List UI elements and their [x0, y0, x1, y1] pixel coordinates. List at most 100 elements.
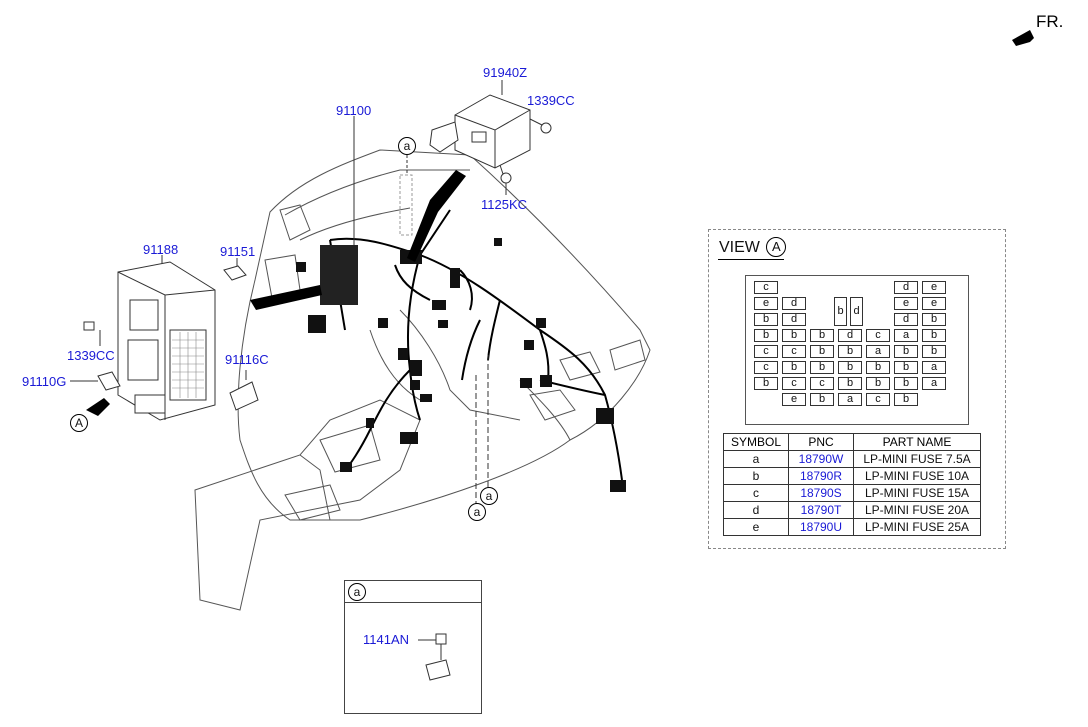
legend-row: e 18790U LP-MINI FUSE 25A: [723, 518, 981, 536]
legend-part-name: LP-MINI FUSE 7.5A: [853, 450, 981, 468]
harness-connectors: [296, 238, 626, 492]
fuse-slot: b: [782, 329, 806, 342]
part-label-1125kc[interactable]: 1125KC: [481, 197, 528, 212]
legend-row: b 18790R LP-MINI FUSE 10A: [723, 467, 981, 485]
legend-symbol: b: [723, 467, 789, 485]
module-91940z: [429, 94, 531, 169]
fuse-slot: b: [810, 345, 834, 358]
fuse-slot: b: [922, 329, 946, 342]
legend-row: c 18790S LP-MINI FUSE 15A: [723, 484, 981, 502]
fuse-slot: b: [810, 329, 834, 342]
part-label-91940z[interactable]: 91940Z: [483, 65, 528, 80]
fuse-slot: d: [838, 329, 862, 342]
fuse-slot: b: [838, 345, 862, 358]
view-title-text: VIEW: [719, 239, 760, 256]
callout-a-top: a: [398, 137, 416, 155]
part-label-91188[interactable]: 91188: [143, 242, 179, 257]
fuse-slot: c: [754, 281, 778, 294]
fuse-slot: b: [894, 393, 918, 406]
legend-symbol: c: [723, 484, 789, 502]
detail-a-header: a: [345, 581, 481, 603]
fuse-slot: a: [922, 361, 946, 374]
fuse-slot: b: [866, 377, 890, 390]
part-label-91110g[interactable]: 91110G: [22, 374, 67, 389]
legend-symbol: a: [723, 450, 789, 468]
fuse-slot: c: [754, 361, 778, 374]
callout-a-left: a: [468, 503, 486, 521]
fuse-slot: e: [782, 393, 806, 406]
bracket-91151: [223, 265, 247, 281]
dashboard-outline: [194, 149, 651, 611]
fuse-slot: a: [922, 377, 946, 390]
part-label-1141an[interactable]: 1141AN: [363, 632, 410, 647]
fuse-slot: c: [866, 393, 890, 406]
part-label-91116c[interactable]: 91116C: [225, 352, 269, 367]
fuse-slot: a: [838, 393, 862, 406]
clip-1339cc-left: [83, 321, 95, 331]
fuse-slot: d: [894, 313, 918, 326]
fuse-slot: b: [754, 313, 778, 326]
view-a-arrow-icon: [86, 398, 110, 416]
legend-part-name: LP-MINI FUSE 15A: [853, 484, 981, 502]
legend-pnc[interactable]: 18790W: [788, 450, 854, 468]
front-direction-arrow-icon: [1012, 30, 1034, 46]
fuse-slot: b: [838, 361, 862, 374]
fuse-slot: b: [754, 377, 778, 390]
legend-part-name: LP-MINI FUSE 10A: [853, 467, 981, 485]
fuse-slot: a: [894, 329, 918, 342]
fuse-slot: e: [894, 297, 918, 310]
legend-part-name: LP-MINI FUSE 20A: [853, 501, 981, 519]
view-a-title: VIEW A: [719, 237, 787, 257]
part-label-91100[interactable]: 91100: [336, 103, 372, 118]
part-label-91151[interactable]: 91151: [220, 244, 256, 259]
legend-symbol: d: [723, 501, 789, 519]
part-label-1339cc-left[interactable]: 1339CC: [67, 348, 115, 363]
fuse-slot: b: [834, 297, 847, 326]
legend-pnc[interactable]: 18790T: [788, 501, 854, 519]
part-label-1339cc-top[interactable]: 1339CC: [527, 93, 575, 108]
detail-a-box: a: [344, 580, 482, 714]
nut-1339cc-top: [540, 122, 552, 134]
bolt-1125kc: [500, 172, 512, 195]
fuse-slot: b: [894, 377, 918, 390]
detail-a-marker: a: [348, 583, 366, 601]
legend-pnc[interactable]: 18790U: [788, 518, 854, 536]
fuse-slot: e: [922, 297, 946, 310]
fuse-slot: c: [754, 345, 778, 358]
dashed-guide: [399, 174, 413, 236]
fuse-slot: b: [894, 361, 918, 374]
legend-row: d 18790T LP-MINI FUSE 20A: [723, 501, 981, 519]
fuse-slot: c: [782, 345, 806, 358]
fuse-slot: b: [754, 329, 778, 342]
fuse-slot: b: [866, 361, 890, 374]
fuse-slot: d: [782, 313, 806, 326]
fuse-slot: d: [782, 297, 806, 310]
legend-header-part-name: PART NAME: [853, 433, 981, 451]
view-title-marker: A: [766, 237, 787, 257]
legend-pnc[interactable]: 18790S: [788, 484, 854, 502]
callout-a-right: a: [480, 487, 498, 505]
legend-header-symbol: SYMBOL: [723, 433, 789, 451]
fuse-slot: a: [866, 345, 890, 358]
leader-wedges: [250, 170, 466, 310]
fuse-slot: b: [894, 345, 918, 358]
front-direction-label: FR.: [1036, 12, 1064, 31]
legend-header-row: SYMBOL PNC PART NAME: [723, 433, 981, 451]
callout-view-a: A: [70, 414, 88, 432]
legend-part-name: LP-MINI FUSE 25A: [853, 518, 981, 536]
legend-pnc[interactable]: 18790R: [788, 467, 854, 485]
fuse-slot: d: [850, 297, 863, 326]
fuse-legend-table: SYMBOL PNC PART NAME a 18790W LP-MINI FU…: [723, 433, 981, 536]
fuse-slot: c: [782, 377, 806, 390]
fuse-slot: e: [922, 281, 946, 294]
fuse-slot: b: [810, 361, 834, 374]
part-91110g: [97, 371, 121, 391]
legend-header-pnc: PNC: [788, 433, 854, 451]
junction-box-91188: [117, 261, 216, 421]
junction-box-grid: [172, 332, 204, 398]
legend-row: a 18790W LP-MINI FUSE 7.5A: [723, 450, 981, 468]
fuse-slot: c: [810, 377, 834, 390]
